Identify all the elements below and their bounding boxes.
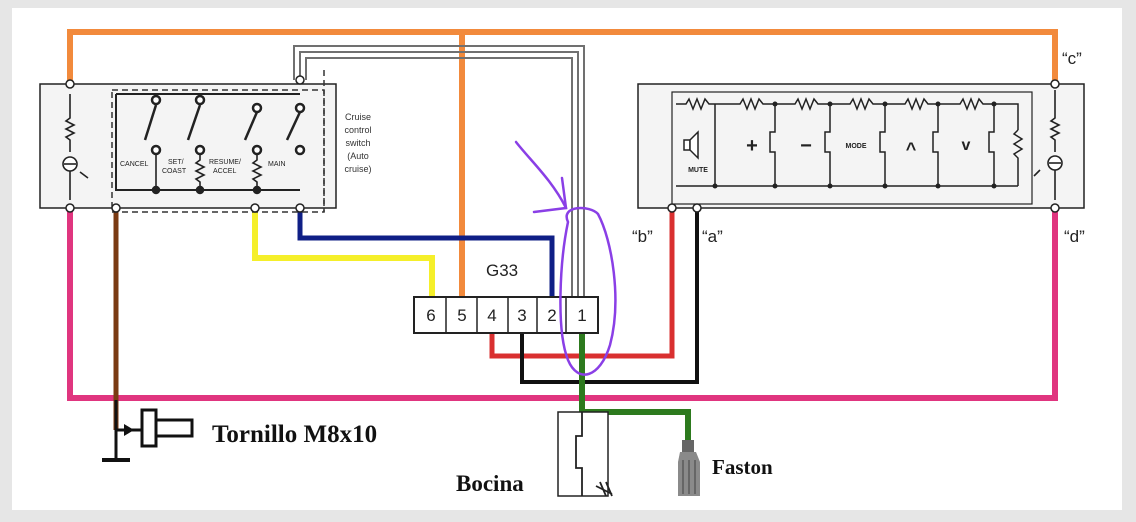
speaker-icon — [683, 130, 699, 160]
ground-screw: Tornillo M8x10 — [102, 400, 377, 462]
mode-label: MODE — [846, 143, 867, 150]
coast-label: COAST — [162, 168, 187, 175]
grey-double-wire — [293, 45, 585, 297]
g33-connector: G33 6 5 4 3 2 1 — [413, 261, 599, 334]
caption-line-3: switch — [345, 138, 370, 148]
pink-wire — [67, 208, 1058, 401]
navy-wire — [297, 208, 555, 297]
resume-label: RESUME/ — [209, 159, 241, 166]
mute-label: MUTE — [688, 167, 708, 174]
terminal-label-d: “d” — [1064, 227, 1085, 246]
cancel-label: CANCEL — [120, 161, 149, 168]
accel-label: ACCEL — [213, 168, 236, 175]
caption-line-5: cruise) — [344, 164, 371, 174]
purple-annotation — [514, 140, 617, 376]
set-label: SET/ — [168, 159, 184, 166]
green-wire — [579, 333, 691, 440]
caption-line-2: control — [344, 125, 371, 135]
cruise-switch-panel: CANCEL SET/ COAST RESUME/ ACCEL MAIN Cru… — [39, 70, 372, 213]
pin-4: 4 — [487, 306, 496, 325]
pin-3: 3 — [517, 306, 526, 325]
caption-line-4: (Auto — [347, 151, 369, 161]
minus-label: − — [800, 135, 812, 157]
down-label: v — [962, 137, 971, 154]
plus-label: + — [746, 135, 758, 157]
terminal-label-a: “a” — [702, 227, 723, 246]
pin-1: 1 — [577, 306, 586, 325]
main-label: MAIN — [268, 161, 286, 168]
orange-wire — [67, 29, 1058, 297]
connector-title: G33 — [486, 261, 518, 280]
terminal-label-b: “b” — [632, 227, 653, 246]
screw-label: Tornillo M8x10 — [212, 421, 377, 448]
terminal-label-c: “c” — [1062, 49, 1082, 68]
caption-line-1: Cruise — [345, 112, 371, 122]
pin-5: 5 — [457, 306, 466, 325]
pin-6: 6 — [426, 306, 435, 325]
faston-label: Faston — [712, 455, 773, 479]
black-wire — [520, 208, 699, 384]
horn-switch: Bocina — [456, 411, 613, 497]
up-label: ^ — [906, 139, 917, 159]
pin-2: 2 — [547, 306, 556, 325]
faston-connector: Faston — [678, 440, 773, 496]
yellow-wire — [252, 208, 435, 297]
horn-label: Bocina — [456, 471, 524, 496]
audio-switch-panel: MUTE + − MODE ^ v — [637, 79, 1085, 213]
